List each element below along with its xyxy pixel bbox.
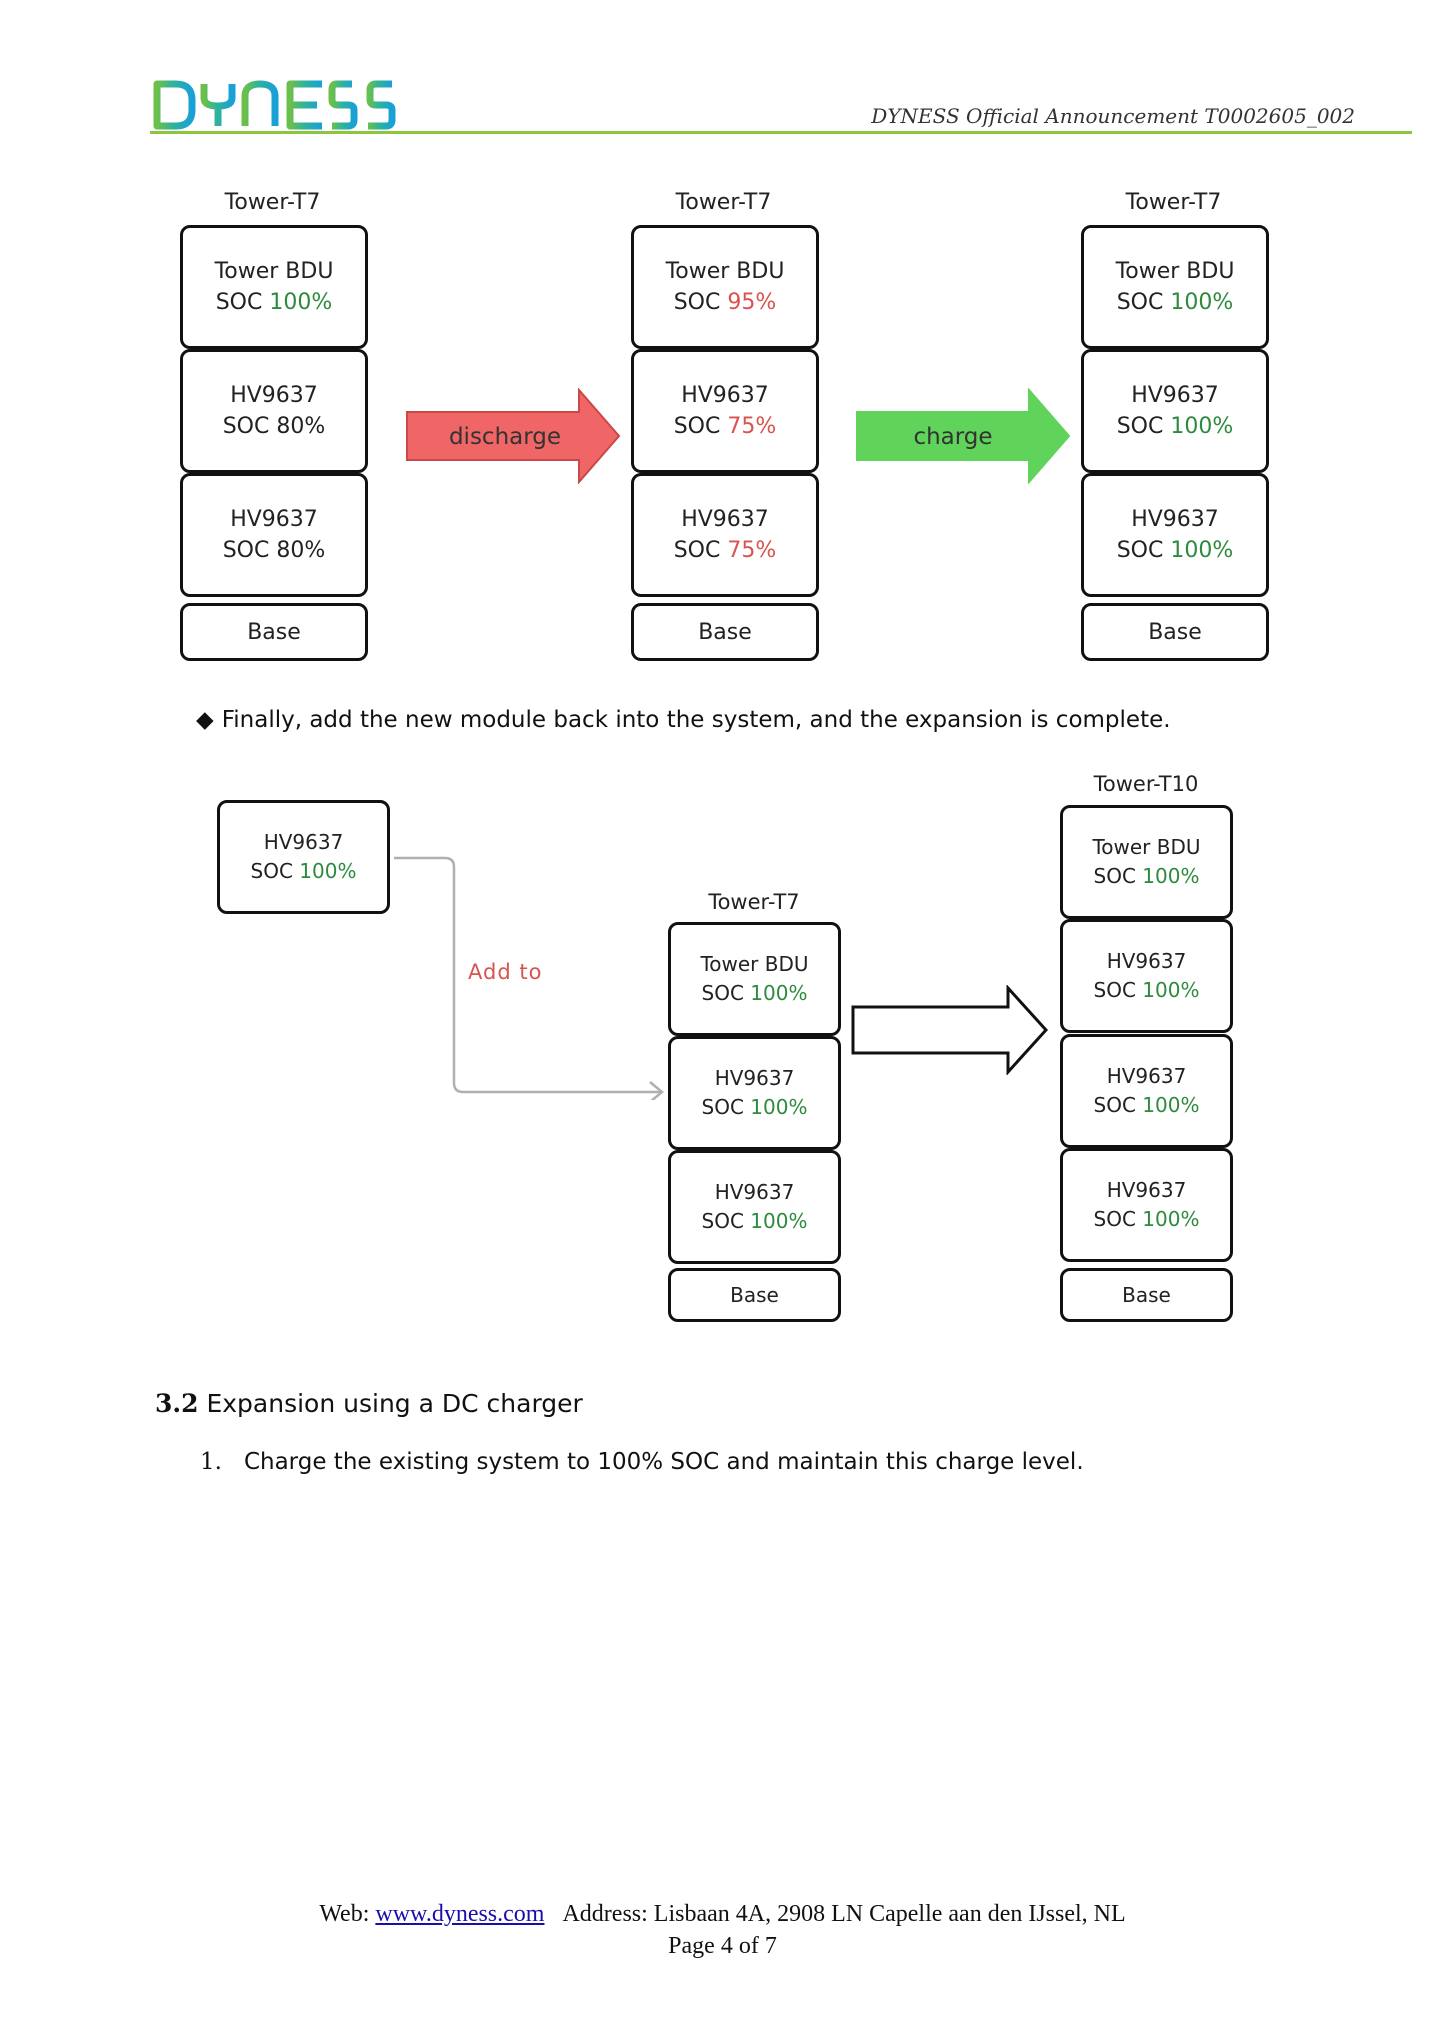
soc-value: 100% <box>750 1209 808 1233</box>
module-name: HV9637 <box>714 1066 795 1090</box>
module-name: HV9637 <box>1106 1178 1187 1202</box>
soc-value: 100% <box>1142 864 1200 888</box>
battery-module: HV9637 SOC 100% <box>1060 1034 1233 1148</box>
battery-module: HV9637 SOC 100% <box>1081 473 1269 597</box>
section-title: Expansion using a DC charger <box>206 1389 583 1418</box>
bullet-text: Finally, add the new module back into th… <box>221 707 1171 733</box>
battery-module: HV9637 SOC 75% <box>631 349 819 473</box>
battery-module: HV9637 SOC 100% <box>1060 919 1233 1033</box>
tower-base: Base <box>1081 603 1269 661</box>
page-number: Page 4 of 7 <box>668 1933 777 1959</box>
module-name: Tower BDU <box>214 259 334 284</box>
soc-value: 100% <box>1142 978 1200 1002</box>
battery-module: HV9637 SOC 80% <box>180 349 368 473</box>
discharge-arrow <box>406 388 621 484</box>
section-number: 3.2 <box>155 1389 199 1418</box>
soc-value: 75% <box>727 414 777 439</box>
dyness-logo <box>153 80 396 130</box>
list-text: Charge the existing system to 100% SOC a… <box>243 1449 1084 1475</box>
charge-label: charge <box>913 424 993 450</box>
soc-value: 100% <box>750 1095 808 1119</box>
tower-label: Tower-T10 <box>1093 772 1199 796</box>
new-module: HV9637 SOC 100% <box>217 800 390 914</box>
tower-bdu-module: Tower BDU SOC 95% <box>631 225 819 349</box>
module-name: HV9637 <box>230 383 318 408</box>
soc-value: 95% <box>727 290 777 315</box>
soc-value: 100% <box>1170 290 1234 315</box>
module-name: Tower BDU <box>700 952 809 976</box>
tower-bdu-module: Tower BDU SOC 100% <box>668 922 841 1036</box>
battery-module: HV9637 SOC 100% <box>668 1036 841 1150</box>
charge-arrow <box>856 388 1071 484</box>
add-to-label: Add to <box>468 960 543 984</box>
soc-value: 100% <box>1142 1093 1200 1117</box>
tower-base: Base <box>631 603 819 661</box>
module-name: Tower BDU <box>1115 259 1235 284</box>
diamond-bullet-icon: ◆ <box>196 707 214 733</box>
module-name: HV9637 <box>263 830 344 854</box>
module-name: HV9637 <box>681 383 769 408</box>
bullet-paragraph: ◆ Finally, add the new module back into t… <box>196 707 1171 733</box>
tower-bdu-module: Tower BDU SOC 100% <box>180 225 368 349</box>
soc-value: 100% <box>1170 414 1234 439</box>
module-name: HV9637 <box>230 507 318 532</box>
website-link[interactable]: www.dyness.com <box>375 1901 545 1927</box>
module-name: HV9637 <box>1131 383 1219 408</box>
battery-module: HV9637 SOC 100% <box>1060 1148 1233 1262</box>
announcement-title: DYNESS Official Announcement T0002605_00… <box>871 104 1355 128</box>
web-label: Web: <box>319 1901 376 1927</box>
expansion-arrow <box>851 985 1049 1075</box>
soc-value: 75% <box>727 538 777 563</box>
add-to-connector-arrow <box>394 856 664 1100</box>
tower-bdu-module: Tower BDU SOC 100% <box>1060 805 1233 919</box>
battery-module: HV9637 SOC 75% <box>631 473 819 597</box>
tower-base: Base <box>668 1268 841 1322</box>
soc-value: 100% <box>269 290 333 315</box>
module-name: Tower BDU <box>665 259 785 284</box>
soc-value: 100% <box>1142 1207 1200 1231</box>
battery-module: HV9637 SOC 100% <box>1081 349 1269 473</box>
module-name: HV9637 <box>714 1180 795 1204</box>
soc-value: 100% <box>299 859 357 883</box>
footer-address: Address: Lisbaan 4A, 2908 LN Capelle aan… <box>562 1901 1126 1927</box>
list-number: 1. <box>200 1449 222 1475</box>
module-name: Tower BDU <box>1092 835 1201 859</box>
module-name: HV9637 <box>1106 949 1187 973</box>
header-divider <box>150 131 1412 134</box>
soc-value: 80% <box>276 538 326 563</box>
module-name: HV9637 <box>1131 507 1219 532</box>
tower-label: Tower-T7 <box>1125 190 1222 215</box>
module-name: HV9637 <box>1106 1064 1187 1088</box>
soc-value: 100% <box>1170 538 1234 563</box>
tower-label: Tower-T7 <box>224 190 321 215</box>
tower-base: Base <box>180 603 368 661</box>
list-item: 1. Charge the existing system to 100% SOC… <box>200 1449 1084 1475</box>
discharge-label: discharge <box>448 424 562 450</box>
section-heading: 3.2 Expansion using a DC charger <box>155 1389 583 1418</box>
footer-contact: Web: www.dyness.com Address: Lisbaan 4A,… <box>0 1901 1445 1928</box>
soc-value: 80% <box>276 414 326 439</box>
soc-value: 100% <box>750 981 808 1005</box>
battery-module: HV9637 SOC 80% <box>180 473 368 597</box>
tower-label: Tower-T7 <box>708 890 800 914</box>
tower-base: Base <box>1060 1268 1233 1322</box>
tower-label: Tower-T7 <box>675 190 772 215</box>
battery-module: HV9637 SOC 100% <box>668 1150 841 1264</box>
tower-bdu-module: Tower BDU SOC 100% <box>1081 225 1269 349</box>
module-name: HV9637 <box>681 507 769 532</box>
